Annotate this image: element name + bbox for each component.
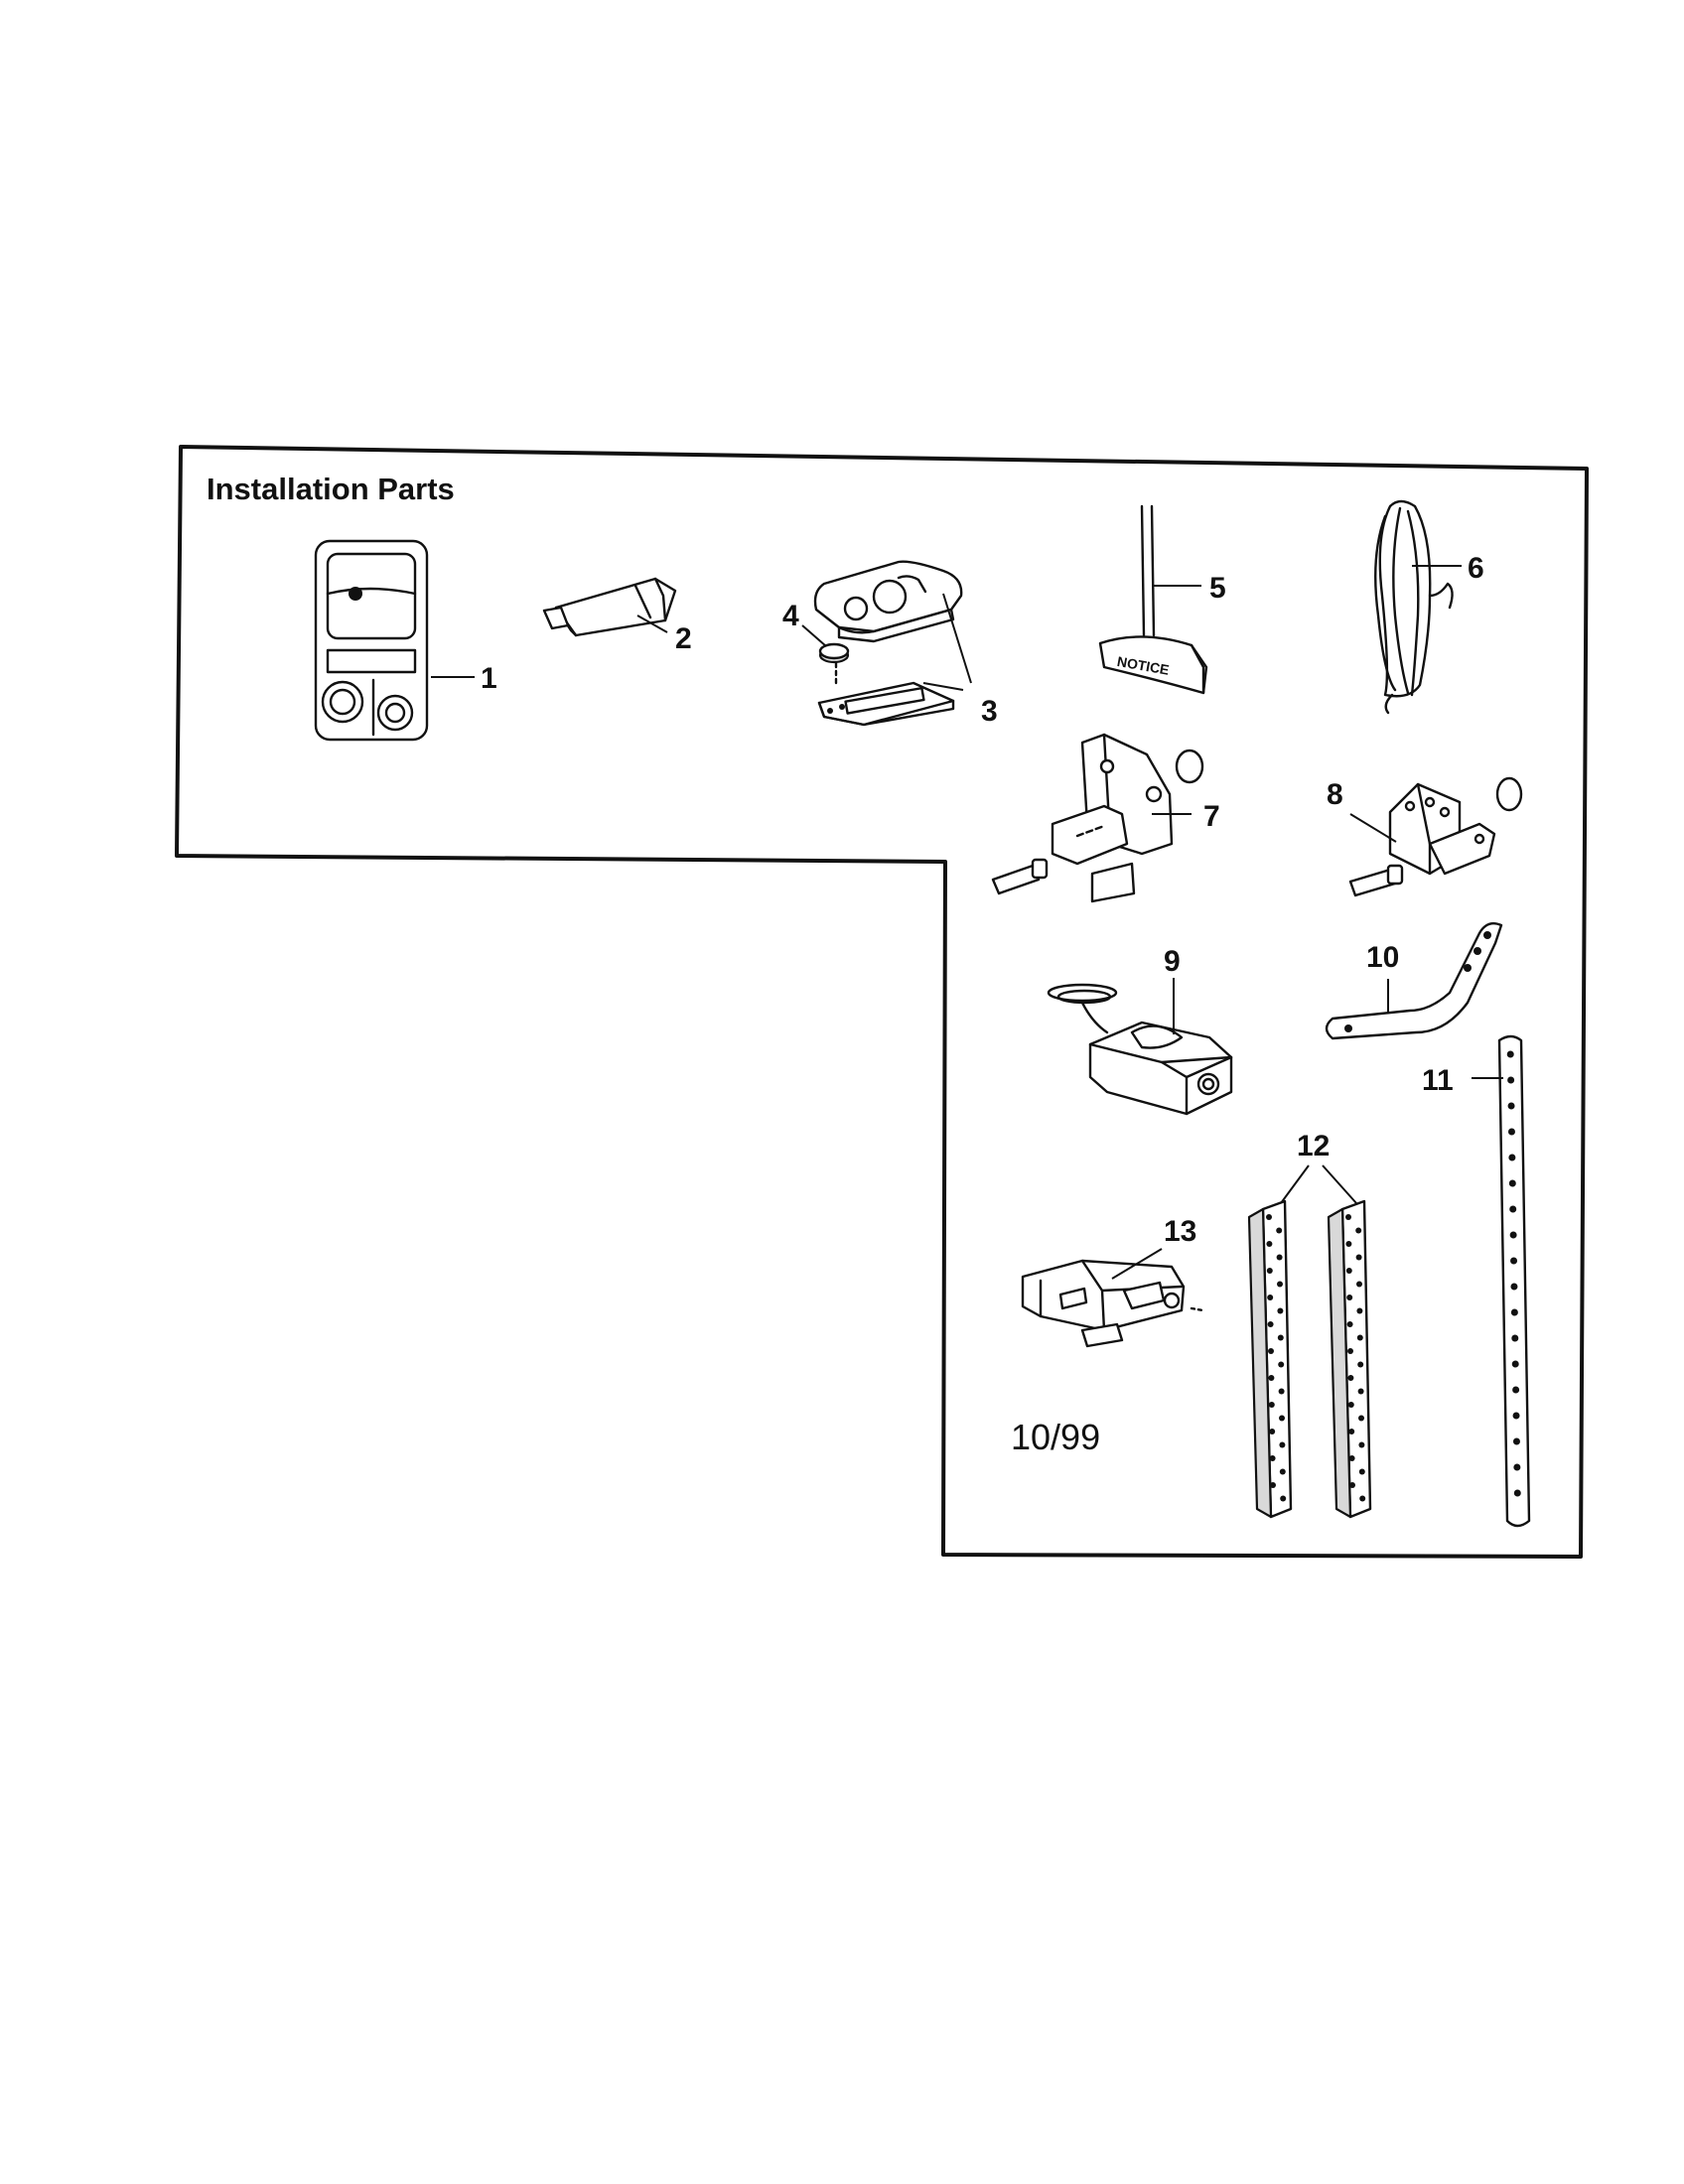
diagram-title: Installation Parts <box>207 472 455 506</box>
callout-1: 1 <box>481 662 497 695</box>
battery-icon <box>818 642 850 664</box>
callout-2: 2 <box>675 622 692 655</box>
callout-3: 3 <box>981 695 998 728</box>
bracket-hole <box>1280 1495 1287 1502</box>
notice-tag-icon: NOTICE <box>1098 504 1208 695</box>
arm-hole <box>1513 1463 1521 1471</box>
callout-11: 11 <box>1422 1064 1454 1097</box>
bracket-hole <box>1270 1482 1276 1488</box>
bracket-hole <box>1345 1268 1352 1274</box>
bracket-hole <box>1268 1375 1275 1381</box>
bracket-hole <box>1266 1241 1273 1247</box>
arm-hole <box>1507 1076 1515 1084</box>
arm-hole <box>1507 1102 1515 1110</box>
arm-hole <box>1513 1489 1521 1497</box>
bracket-hole <box>1277 1307 1284 1314</box>
wall-control-icon <box>314 539 429 742</box>
bracket-hole <box>1345 1214 1351 1220</box>
bracket-hole <box>1358 1441 1365 1448</box>
arm-hole <box>1507 1128 1515 1136</box>
bracket-hole <box>1268 1402 1275 1408</box>
bracket-hole <box>1358 1468 1365 1475</box>
date-code: 10/99 <box>1011 1417 1100 1457</box>
bracket-hole <box>1346 1321 1353 1327</box>
callout-8: 8 <box>1327 778 1343 811</box>
callout-7: 7 <box>1203 800 1220 833</box>
door-bracket-icon <box>1348 776 1523 897</box>
bracket-hole <box>1279 1468 1286 1475</box>
bracket-hole <box>1347 1402 1354 1408</box>
bracket-hole <box>1277 1281 1283 1288</box>
bracket-hole <box>1356 1281 1362 1288</box>
bracket-hole <box>1346 1295 1353 1300</box>
tool-icon <box>542 577 677 637</box>
arm-hole <box>1508 1179 1516 1187</box>
bracket-hole <box>1359 1495 1366 1502</box>
arm-hole <box>1506 1050 1514 1058</box>
bracket-hole <box>1278 1388 1285 1395</box>
bracket-hole <box>1269 1429 1276 1434</box>
frame-border <box>175 445 1589 1559</box>
arm-hole <box>1508 1154 1516 1161</box>
arm-hole <box>1512 1412 1520 1420</box>
bracket-hole <box>1269 1455 1276 1461</box>
callout-5: 5 <box>1209 572 1226 605</box>
arm-hole <box>1510 1283 1518 1291</box>
bracket-hole <box>1345 1241 1352 1247</box>
safety-sensor-icon <box>1047 983 1233 1116</box>
callout-9: 9 <box>1164 945 1181 978</box>
bracket-hole <box>1357 1361 1364 1368</box>
curved-arm-icon <box>1325 922 1503 1040</box>
bracket-hole <box>1347 1348 1353 1354</box>
bracket-hole <box>1276 1254 1283 1261</box>
bracket-hole <box>1348 1455 1355 1461</box>
arm-hole <box>1509 1231 1517 1239</box>
bracket-hole <box>1355 1254 1362 1261</box>
bracket-hole <box>1268 1348 1274 1354</box>
sensor-bracket-icon <box>1021 1259 1205 1348</box>
callout-10: 10 <box>1366 941 1399 974</box>
callout-13: 13 <box>1164 1215 1196 1248</box>
bracket-hole <box>1357 1388 1364 1395</box>
bracket-hole <box>1267 1295 1274 1300</box>
bracket-hole <box>1278 1361 1285 1368</box>
bell-wire-icon <box>1374 499 1454 715</box>
arm-hole <box>1510 1257 1518 1265</box>
bracket-hole <box>1348 1429 1355 1434</box>
bracket-hole <box>1279 1441 1286 1448</box>
bracket-hole <box>1347 1375 1354 1381</box>
callout-6: 6 <box>1468 552 1484 585</box>
bracket-hole <box>1356 1334 1363 1341</box>
bracket-hole <box>1279 1415 1285 1422</box>
bracket-hole <box>1276 1227 1283 1234</box>
remote-transmitter-icon <box>813 560 963 727</box>
straight-arm-icon <box>1497 1034 1531 1528</box>
bracket-hole <box>1267 1321 1274 1327</box>
bracket-hole <box>1266 1214 1272 1220</box>
arm-hole <box>1512 1386 1520 1394</box>
bracket-hole <box>1266 1268 1273 1274</box>
arm-hole <box>1512 1437 1520 1445</box>
bracket-hole <box>1356 1307 1363 1314</box>
bracket-hole <box>1277 1334 1284 1341</box>
arm-hole <box>1510 1308 1518 1316</box>
hanging-bracket-icon <box>1247 1199 1372 1519</box>
header-bracket-icon <box>991 733 1204 903</box>
bracket-hole <box>1349 1482 1355 1488</box>
bracket-hole <box>1355 1227 1362 1234</box>
arm-hole <box>1511 1360 1519 1368</box>
callout-4: 4 <box>782 600 799 632</box>
callout-12: 12 <box>1297 1130 1330 1162</box>
bracket-hole <box>1358 1415 1364 1422</box>
arm-hole <box>1511 1334 1519 1342</box>
arm-hole <box>1509 1205 1517 1213</box>
